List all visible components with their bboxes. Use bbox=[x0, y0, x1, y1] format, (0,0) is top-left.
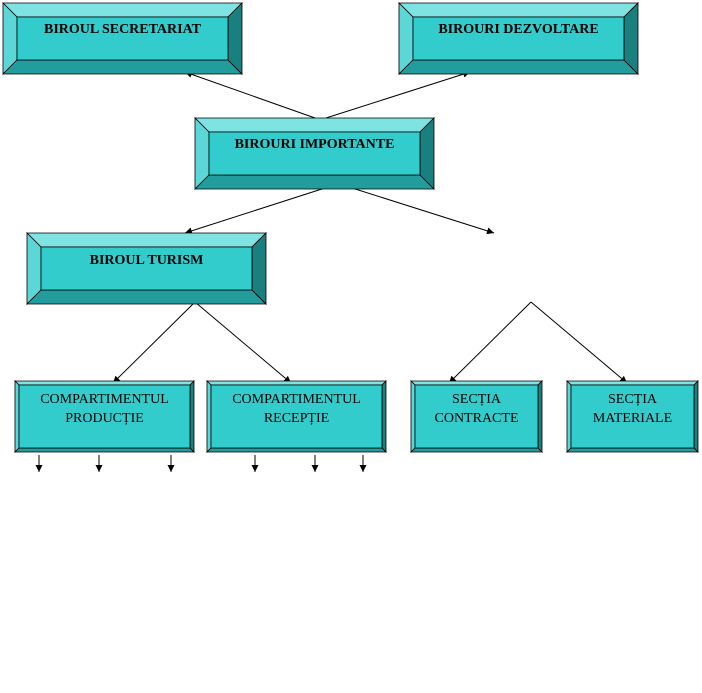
box-face bbox=[18, 384, 191, 449]
bevel-top bbox=[26, 232, 267, 248]
connector-arrow-4 bbox=[351, 187, 495, 235]
bevel-top bbox=[566, 380, 699, 386]
box-receptie: COMPARTIMENTUL RECEPȚIE bbox=[206, 380, 387, 453]
boxes: BIROUL SECRETARIAT BIROURI DEZVOLTARE BIRO… bbox=[2, 2, 699, 453]
box-face bbox=[210, 384, 383, 449]
bevel-bottom bbox=[410, 447, 543, 453]
box-productie-label-2: PRODUCȚIE bbox=[65, 411, 144, 426]
connector-arrow-5 bbox=[112, 301, 196, 384]
box-face bbox=[412, 16, 625, 61]
bevel-bottom bbox=[26, 289, 267, 305]
box-face bbox=[208, 131, 421, 176]
box-dezvoltare: BIROURI DEZVOLTARE bbox=[398, 2, 639, 75]
box-importante: BIROURI IMPORTANTE bbox=[194, 117, 435, 190]
box-productie: COMPARTIMENTUL PRODUCȚIE bbox=[14, 380, 195, 453]
box-contracte-label-1: SECȚIA bbox=[452, 392, 502, 407]
bevel-left bbox=[410, 380, 416, 453]
connector-arrow-8 bbox=[530, 301, 628, 384]
box-face bbox=[570, 384, 695, 449]
bevel-top bbox=[206, 380, 387, 386]
bevel-bottom bbox=[206, 447, 387, 453]
connector-arrow-3 bbox=[184, 187, 326, 235]
connector-arrow-2 bbox=[325, 70, 471, 119]
box-materiale-label-1: SECȚIA bbox=[608, 392, 658, 407]
bevel-bottom bbox=[194, 174, 435, 190]
box-turism-label-1: BIROUL TURISM bbox=[90, 253, 204, 268]
bevel-right bbox=[189, 380, 195, 453]
box-contracte-label-2: CONTRACTE bbox=[435, 411, 519, 426]
bevel-top bbox=[14, 380, 195, 386]
box-secretariat: BIROUL SECRETARIAT bbox=[2, 2, 243, 75]
connector-arrow-1 bbox=[184, 71, 316, 119]
box-importante-label-1: BIROURI IMPORTANTE bbox=[235, 137, 395, 152]
box-receptie-label-2: RECEPȚIE bbox=[264, 411, 329, 426]
box-face bbox=[40, 246, 253, 291]
box-receptie-label-1: COMPARTIMENTUL bbox=[232, 392, 361, 407]
connector-arrow-6 bbox=[194, 301, 292, 384]
bevel-bottom bbox=[14, 447, 195, 453]
bevel-top bbox=[194, 117, 435, 133]
bevel-top bbox=[2, 2, 243, 18]
box-materiale: SECȚIA MATERIALE bbox=[566, 380, 699, 453]
bevel-top bbox=[398, 2, 639, 18]
connectors bbox=[35, 70, 628, 472]
box-secretariat-label-1: BIROUL SECRETARIAT bbox=[44, 22, 202, 37]
box-face bbox=[414, 384, 539, 449]
box-turism: BIROUL TURISM bbox=[26, 232, 267, 305]
bevel-left bbox=[206, 380, 212, 453]
box-dezvoltare-label-1: BIROURI DEZVOLTARE bbox=[438, 22, 598, 37]
box-productie-label-1: COMPARTIMENTUL bbox=[40, 392, 169, 407]
box-materiale-label-2: MATERIALE bbox=[593, 411, 672, 426]
bevel-right bbox=[381, 380, 387, 453]
connector-arrow-7 bbox=[448, 301, 532, 384]
bevel-bottom bbox=[398, 59, 639, 75]
bevel-right bbox=[693, 380, 699, 453]
bevel-top bbox=[410, 380, 543, 386]
bevel-right bbox=[537, 380, 543, 453]
box-face bbox=[16, 16, 229, 61]
bevel-left bbox=[566, 380, 572, 453]
bevel-bottom bbox=[566, 447, 699, 453]
box-contracte: SECȚIA CONTRACTE bbox=[410, 380, 543, 453]
bevel-bottom bbox=[2, 59, 243, 75]
bevel-left bbox=[14, 380, 20, 453]
